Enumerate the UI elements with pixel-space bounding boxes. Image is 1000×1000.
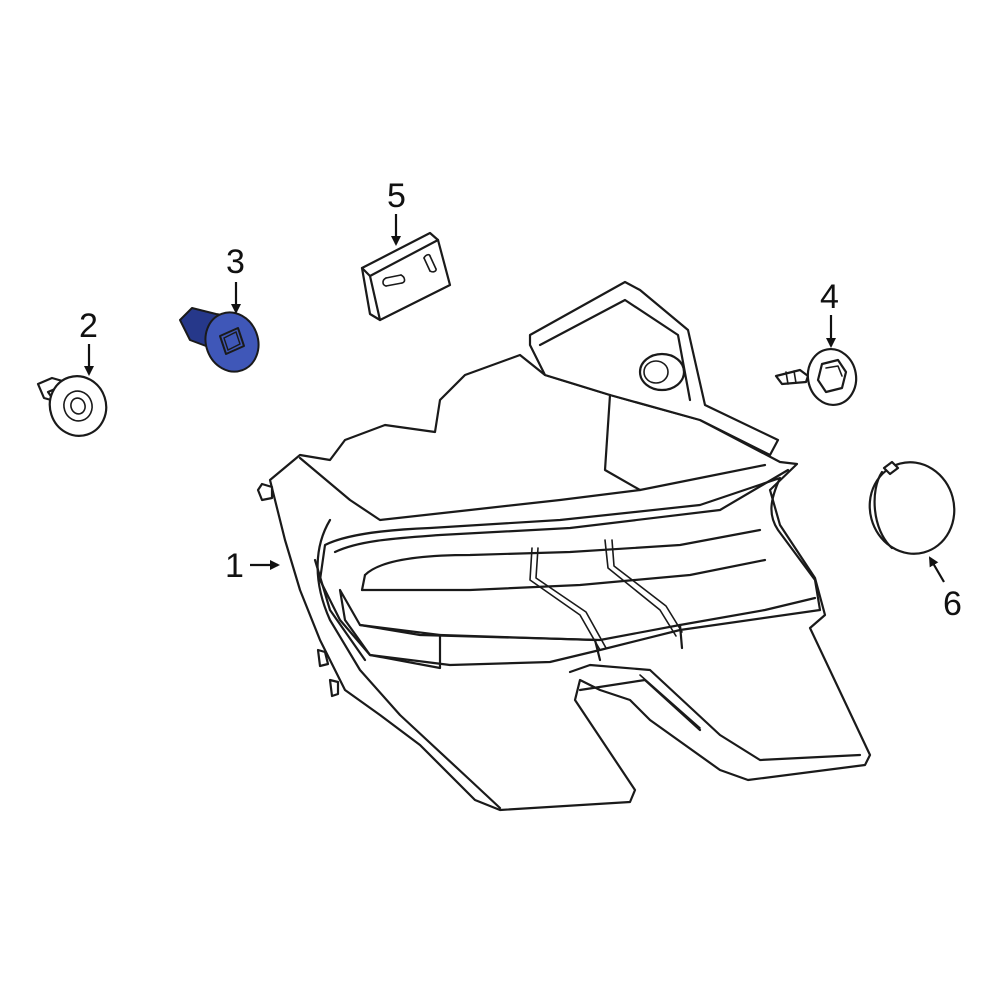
part-3-grommet-highlighted[interactable] [179,305,267,379]
part-5-clip[interactable] [360,231,452,322]
part-2-push-retainer[interactable] [36,369,114,443]
part-6-cover-cap[interactable] [860,453,965,564]
callout-6: 6 [928,556,962,623]
callout-2-label: 2 [79,307,98,345]
part-1-lamp-assembly[interactable] [256,280,872,812]
callout-5-label: 5 [387,177,406,215]
callout-4: 4 [820,278,839,348]
callout-1: 1 [225,547,280,585]
callout-4-label: 4 [820,278,839,316]
callout-3: 3 [226,243,245,314]
part-4-hex-screw[interactable] [774,345,860,408]
callout-2: 2 [79,307,98,376]
callout-6-arrow [928,556,945,583]
callout-6-label: 6 [943,585,962,623]
callout-1-label: 1 [225,547,244,585]
callout-3-label: 3 [226,243,245,281]
callout-5: 5 [387,177,406,246]
